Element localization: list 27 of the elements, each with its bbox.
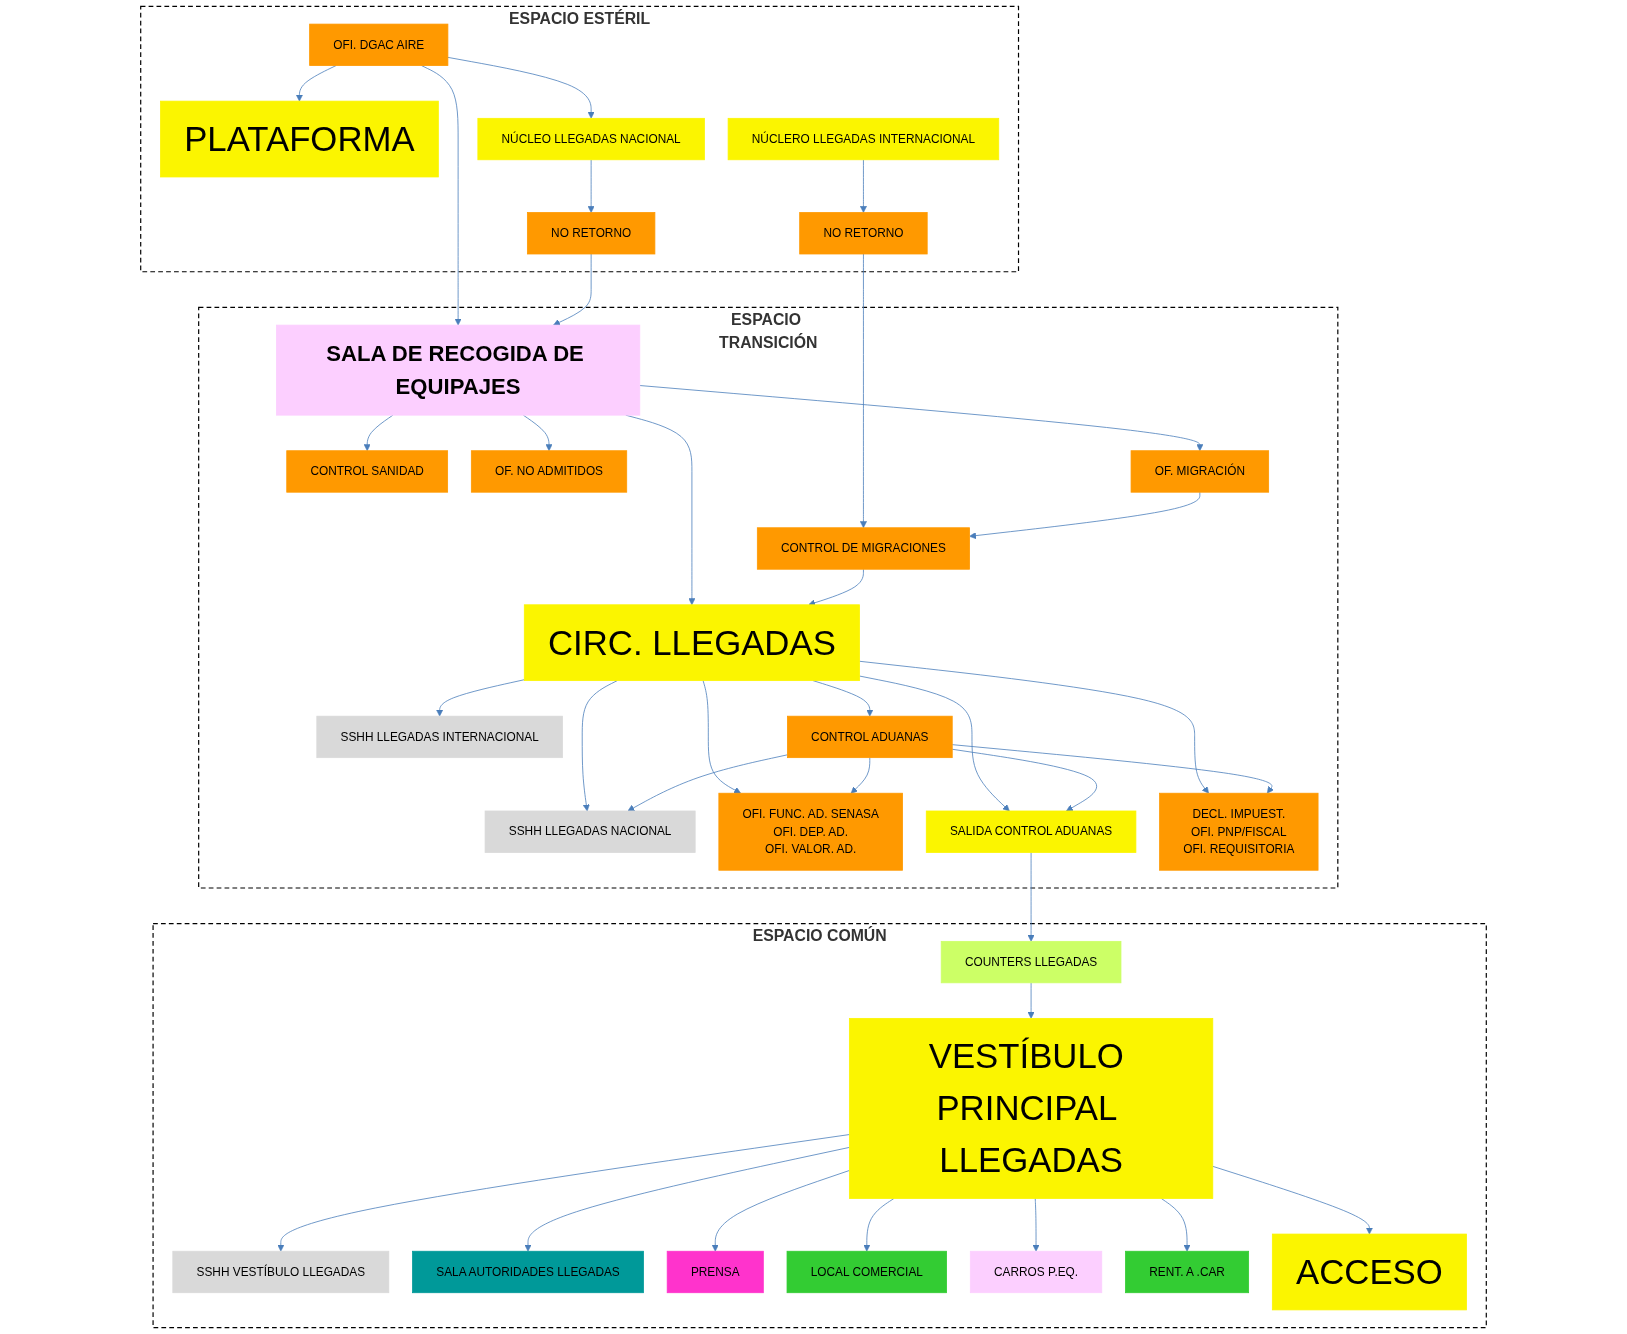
node-box: PRENSA xyxy=(666,1250,764,1294)
node-box: OFI. DGAC AIRE xyxy=(309,23,449,66)
node-box: SALA DE RECOGIDA DE EQUIPAJES xyxy=(276,324,641,416)
node-box: OFI. FUNC. AD. SENASA OFI. DEP. AD. OFI. VALOR. AD. xyxy=(718,792,903,871)
node-box: NÚCLERO LLEGADAS INTERNACIONAL xyxy=(727,117,1000,161)
node-box: CARROS P.EQ. xyxy=(969,1250,1103,1294)
node-box: CONTROL DE MIGRACIONES xyxy=(756,527,970,570)
node-box: NÚCLEO LLEGADAS NACIONAL xyxy=(477,117,705,161)
node-box: LOCAL COMERCIAL xyxy=(786,1250,947,1294)
node-box: VESTÍBULO PRINCIPAL LLEGADAS xyxy=(848,1017,1214,1199)
node-box: NO RETORNO xyxy=(799,212,928,255)
node-box: SSHH VESTÍBULO LLEGADAS xyxy=(172,1250,390,1294)
node-box: SALIDA CONTROL ADUANAS xyxy=(925,810,1137,853)
node-box: CIRC. LLEGADAS xyxy=(523,604,860,682)
node-box: SSHH LLEGADAS NACIONAL xyxy=(484,810,696,853)
node-box: OF. MIGRACIÓN xyxy=(1130,450,1270,493)
node-box: COUNTERS LLEGADAS xyxy=(940,940,1122,984)
node-box: NO RETORNO xyxy=(527,212,656,255)
node-box: DECL. IMPUEST. OFI. PNP/FISCAL OFI. REQUISITORIA xyxy=(1159,792,1319,871)
node-box: SSHH LLEGADAS INTERNACIONAL xyxy=(316,715,563,759)
node-box: OF. NO ADMITIDOS xyxy=(470,450,628,493)
node-box: SALA AUTORIDADES LLEGADAS xyxy=(412,1250,644,1294)
node-box: CONTROL ADUANAS xyxy=(787,715,953,759)
node-box: RENT. A .CAR xyxy=(1125,1250,1249,1294)
node-box: PLATAFORMA xyxy=(160,100,439,178)
node-box: CONTROL SANIDAD xyxy=(286,450,449,493)
node-box: ACCESO xyxy=(1271,1233,1467,1311)
